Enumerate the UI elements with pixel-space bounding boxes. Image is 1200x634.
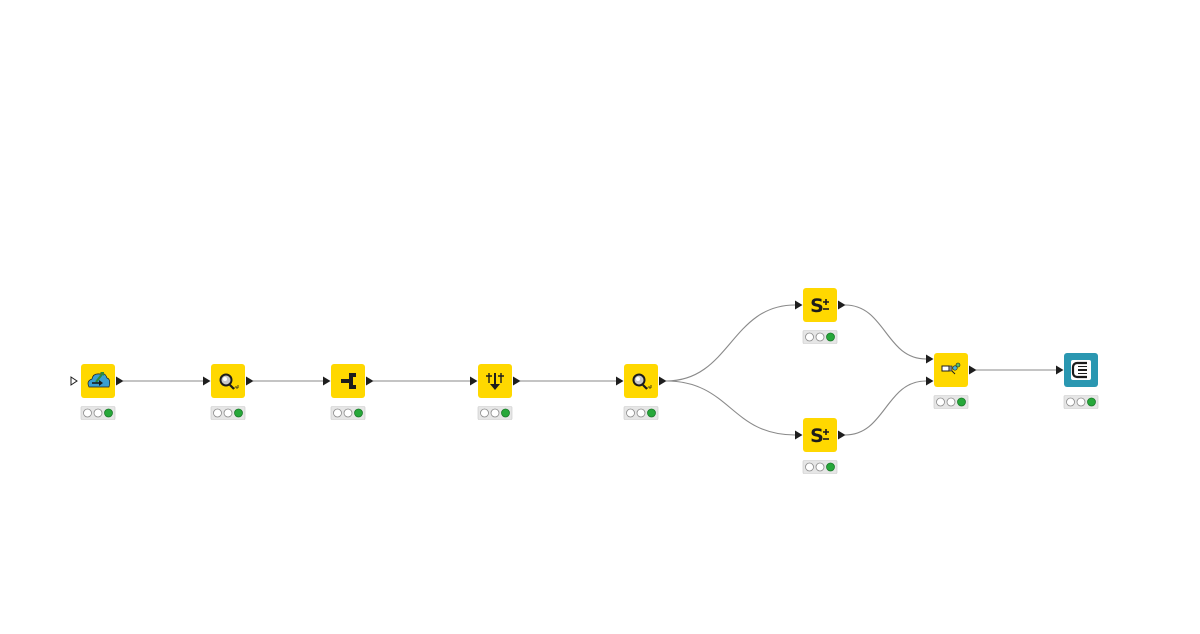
input-port-n4-0[interactable] [470, 376, 478, 386]
input-port-n8-0[interactable] [926, 354, 934, 364]
sort-down-icon [486, 373, 504, 390]
status-light-n9-0 [1066, 397, 1075, 407]
status-light-n2-1 [223, 408, 233, 418]
connection-n5-n6[interactable] [665, 304, 796, 382]
connection-n7-n8[interactable] [844, 380, 927, 436]
status-light-n7-1 [815, 462, 825, 472]
status-indicator-n4 [477, 406, 513, 420]
output-port-n7[interactable] [838, 430, 846, 440]
string-manipulation-icon: S [810, 425, 829, 447]
column-filter-icon [341, 373, 356, 389]
status-indicator-n5 [623, 406, 659, 420]
connections-layer [123, 304, 1056, 436]
status-light-n3-0 [333, 408, 342, 418]
node-body-n6[interactable] [803, 288, 837, 322]
status-light-n3-1 [343, 408, 353, 418]
status-light-n9-1 [1076, 397, 1086, 407]
string-manipulation-icon: S [810, 295, 829, 317]
status-light-n3-2 [354, 408, 363, 418]
magnifier-icon [632, 373, 652, 390]
input-port-n2-0[interactable] [203, 376, 211, 386]
status-indicator-n2 [210, 406, 246, 420]
status-light-n9-2 [1087, 397, 1096, 407]
status-light-n8-2 [957, 397, 966, 407]
status-light-n6-2 [826, 332, 835, 342]
status-light-n8-1 [946, 397, 956, 407]
node-n9[interactable] [1056, 353, 1099, 409]
status-indicator-n6 [802, 330, 838, 344]
table-writer-icon [1071, 360, 1091, 380]
status-light-n6-1 [815, 332, 825, 342]
input-port-n8-1[interactable] [926, 376, 934, 386]
status-light-n4-2 [501, 408, 510, 418]
input-port-n9-0[interactable] [1056, 365, 1064, 375]
magnifier-icon [219, 373, 239, 390]
input-port-n3-0[interactable] [323, 376, 331, 386]
joiner-icon [941, 362, 961, 375]
output-port-n8[interactable] [969, 365, 977, 375]
status-light-n8-0 [936, 397, 945, 407]
output-port-n1[interactable] [116, 376, 124, 386]
input-port-n7-0[interactable] [795, 430, 803, 440]
input-port-n5-0[interactable] [616, 376, 624, 386]
status-indicator-n7 [802, 460, 838, 474]
status-light-n5-0 [626, 408, 635, 418]
status-light-n4-0 [480, 408, 489, 418]
output-port-n3[interactable] [366, 376, 374, 386]
input-port-n6-0[interactable] [795, 300, 803, 310]
node-n3[interactable] [323, 364, 374, 420]
svg-text:S: S [810, 295, 824, 317]
status-light-n1-0 [83, 408, 92, 418]
node-n1[interactable] [70, 364, 124, 420]
cloud-upload-icon [87, 372, 111, 388]
node-n6[interactable]: S [795, 288, 846, 344]
node-n4[interactable] [470, 364, 521, 420]
status-light-n7-0 [805, 462, 814, 472]
status-light-n1-1 [93, 408, 103, 418]
status-light-n5-1 [636, 408, 646, 418]
status-indicator-n8 [933, 395, 969, 409]
node-n8[interactable] [926, 353, 977, 409]
status-light-n6-0 [805, 332, 814, 342]
status-indicator-n9 [1063, 395, 1099, 409]
status-light-n4-1 [490, 408, 500, 418]
node-n2[interactable] [203, 364, 254, 420]
connection-n5-n7[interactable] [665, 380, 796, 436]
status-light-n2-2 [234, 408, 243, 418]
status-light-n1-2 [104, 408, 113, 418]
output-port-n6[interactable] [838, 300, 846, 310]
status-light-n2-0 [213, 408, 222, 418]
flow-input-port-n1[interactable] [70, 376, 78, 386]
node-n7[interactable]: S [795, 418, 846, 474]
status-light-n7-2 [826, 462, 835, 472]
node-body-n7[interactable] [803, 418, 837, 452]
output-port-n2[interactable] [246, 376, 254, 386]
connection-n6-n8[interactable] [844, 304, 927, 360]
output-port-n5[interactable] [659, 376, 667, 386]
status-indicator-n3 [330, 406, 366, 420]
status-light-n5-2 [647, 408, 656, 418]
node-n5[interactable] [616, 364, 667, 420]
output-port-n4[interactable] [513, 376, 521, 386]
nodes-layer: SS [70, 288, 1099, 474]
status-indicator-n1 [80, 406, 116, 420]
svg-text:S: S [810, 425, 824, 447]
